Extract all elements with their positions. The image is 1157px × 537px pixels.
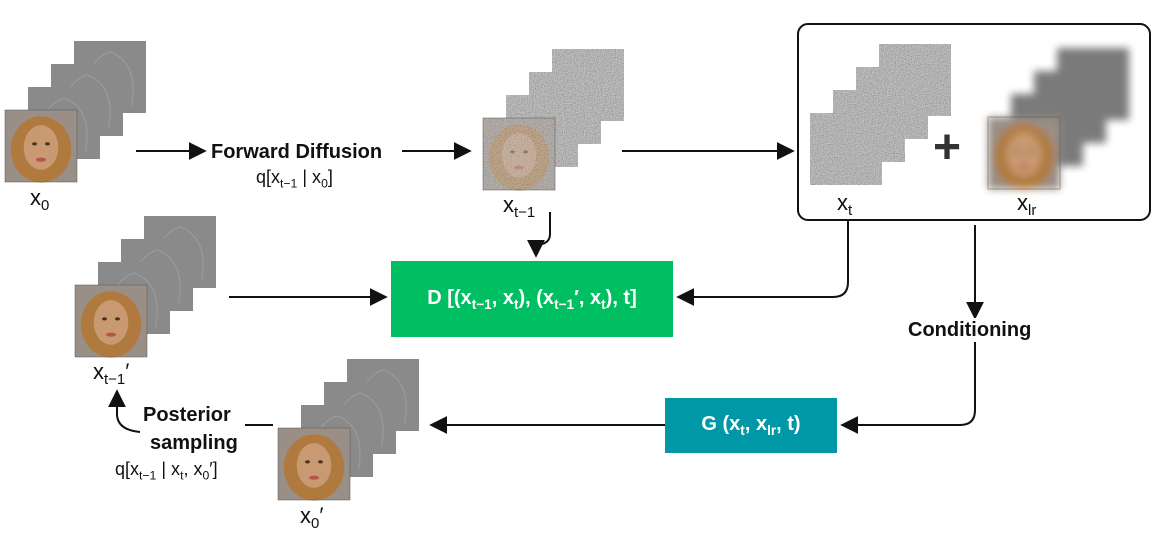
blurred-face-image [988,117,1060,190]
noise-panel [810,113,882,185]
face-image [75,285,147,358]
x0-prime-label: x0′ [300,503,324,533]
posterior-q-formula: q[xt−1 | xt, x0′] [115,459,218,483]
arrows [108,142,984,434]
generator-label: G (xt, xlr, t) [701,413,801,438]
image-stack [277,359,419,501]
image-stack [987,48,1129,190]
generator-box: G (xt, xlr, t) [665,398,837,453]
posterior-to-xt-minus-1-prime-arrow [108,389,141,433]
conditioning-label: Conditioning [906,318,1034,342]
plus-icon: + [933,121,962,174]
xt-label: xt [837,190,853,220]
image-stacks [4,23,1151,501]
face-image [5,110,77,183]
discriminator-label: D [(xt−1, xt), (xt−1′, xt), t] [427,286,637,312]
xt-minus-1-to-d-arrow [527,212,551,258]
xt-minus-1-label: xt−1 [503,192,536,222]
noisy-face-image [483,118,555,191]
face-image [278,428,350,501]
image-stack [4,41,146,183]
xt-to-d-arrow [676,220,849,306]
forward-diffusion-label: Forward Diffusion [208,142,386,162]
x0-label: x0 [30,185,50,215]
image-stack [810,44,951,185]
posterior-line2: sampling [150,432,238,454]
discriminator-box: D [(xt−1, xt), (xt−1′, xt), t] [391,261,673,337]
image-stack [482,49,624,191]
xlr-label: xlr [1017,190,1037,220]
forward-q-formula: q[xt−1 | x0] [256,167,333,191]
image-stack [74,216,216,358]
posterior-line1: Posterior [143,404,231,426]
conditioning-to-g-arrow [840,342,976,434]
xt-minus-1-prime-label: xt−1′ [93,359,130,389]
